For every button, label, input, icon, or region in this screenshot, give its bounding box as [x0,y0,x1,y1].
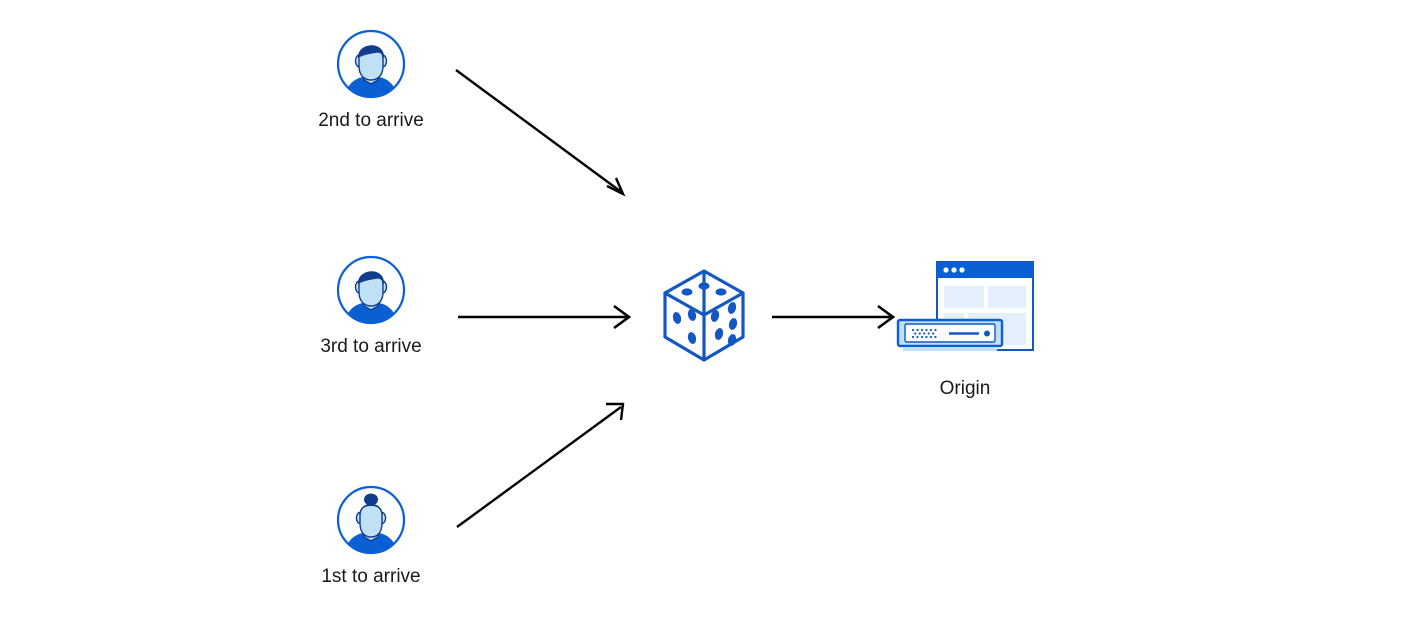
node-visitor-2nd[interactable]: 2nd to arrive [311,28,431,133]
dice-icon [658,266,750,366]
node-label-visitor-1st: 1st to arrive [321,566,421,587]
origin-server-icon [895,258,1035,368]
dice-pips-right [710,302,738,346]
node-randomizer[interactable] [656,266,752,376]
dice-pips-left [672,309,697,344]
node-label-visitor-3rd: 3rd to arrive [320,336,422,357]
node-label-visitor-2nd: 2nd to arrive [318,110,424,131]
server-vent-dots [911,328,937,339]
arrow-1st-to-dice [456,402,625,528]
user-avatar-icon [335,484,407,556]
node-label-origin: Origin [939,378,991,399]
server-device [896,318,1004,351]
arrow-dice-to-origin [772,304,896,330]
arrow-2nd-to-dice [455,69,626,197]
dice-pips-top [681,282,727,296]
user-avatar-icon [335,28,407,100]
node-visitor-3rd[interactable]: 3rd to arrive [311,254,431,359]
node-origin[interactable]: Origin [890,258,1040,401]
user-avatar-icon [335,254,407,326]
arrow-3rd-to-dice [458,304,632,330]
node-visitor-1st[interactable]: 1st to arrive [311,484,431,589]
